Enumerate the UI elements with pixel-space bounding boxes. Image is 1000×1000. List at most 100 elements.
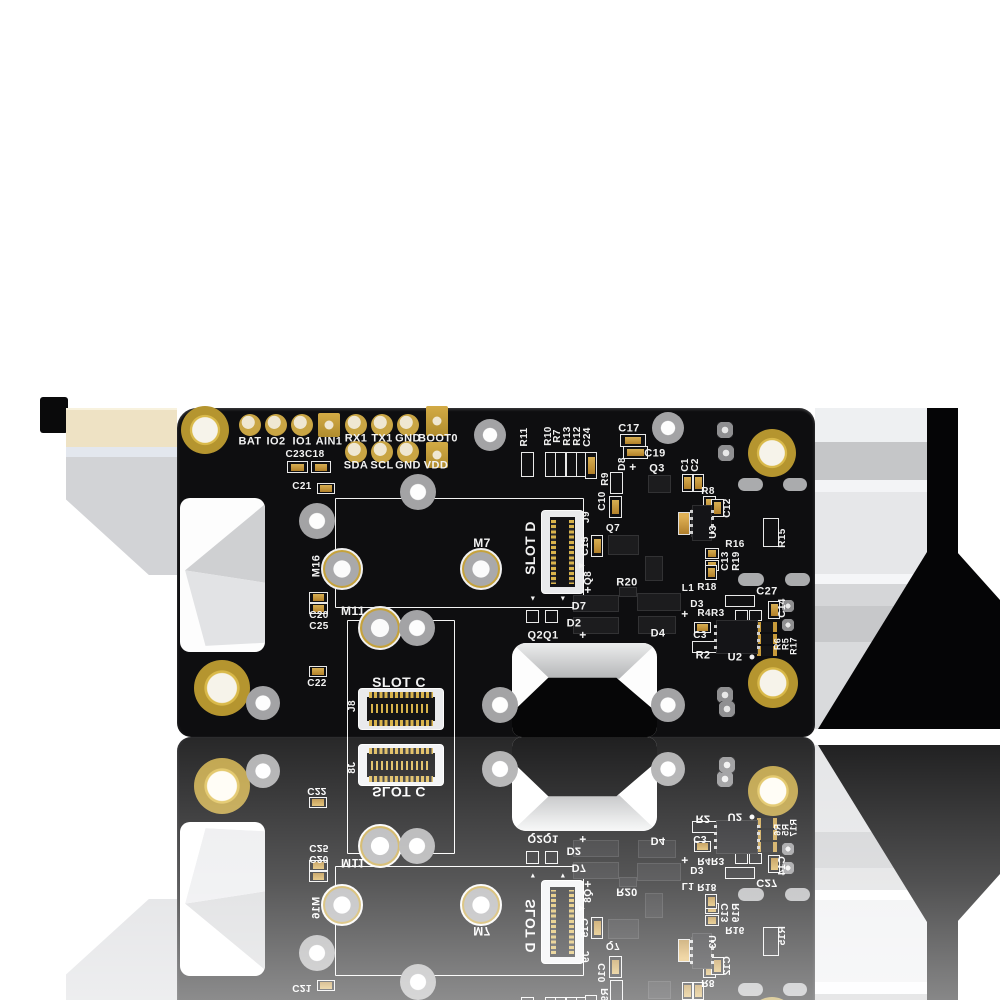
silkscreen-label-D3: D3 xyxy=(690,599,704,610)
footprint-empty-7 xyxy=(725,595,755,607)
silkscreen-label-U3: U3 xyxy=(708,525,719,539)
smd-dark-2 xyxy=(573,595,619,612)
ic-pins-left-1 xyxy=(714,624,717,650)
silkscreen-label-R17: R17 xyxy=(788,637,799,655)
smd-chip-v-7 xyxy=(585,452,597,479)
left-cutout xyxy=(180,498,265,652)
gray-pill-1 xyxy=(783,478,807,491)
gray-pill-3 xyxy=(785,573,810,586)
smd-chip-v-5 xyxy=(711,499,724,517)
smd-dark-8 xyxy=(645,556,663,581)
smd-ic-0 xyxy=(690,505,714,541)
silkscreen-label-SLOTD: SLOT D xyxy=(522,521,538,575)
silkscreen-label-: + xyxy=(579,628,587,642)
footprint-empty-0 xyxy=(521,452,534,477)
smd-chip-v-body-2 xyxy=(684,477,691,489)
silkscreen-label-R20: R20 xyxy=(616,576,638,589)
gray-pad-5 xyxy=(399,610,435,646)
footprint-empty-11 xyxy=(526,610,539,623)
header-pad-row2-3-hole xyxy=(432,450,442,460)
slot-c-contacts xyxy=(371,704,431,713)
right-band-1 xyxy=(815,442,927,480)
smd-chip-h-5 xyxy=(309,666,327,677)
header-pad-row1-0 xyxy=(239,414,261,436)
right-band-3 xyxy=(815,492,927,574)
smd-chip-v-0 xyxy=(591,535,603,557)
smd-chip-h-body-5 xyxy=(312,668,324,675)
silkscreen-label-D4: D4 xyxy=(650,627,666,640)
right-band-2 xyxy=(815,480,927,492)
header-pad-row1-3-hole xyxy=(324,420,334,430)
smd-dark-4 xyxy=(637,593,681,611)
slot-d-connector xyxy=(541,510,584,594)
silkscreen-label-C14: C14 xyxy=(777,598,788,618)
silkscreen-label-SCL: SCL xyxy=(370,459,394,472)
silkscreen-label-: ▼ xyxy=(559,595,567,603)
smd-dark-3 xyxy=(573,617,619,634)
via-3 xyxy=(719,701,735,717)
right-band-4 xyxy=(815,574,927,584)
header-pad-row2-2 xyxy=(397,441,419,463)
silkscreen-label-VDD: VDD xyxy=(423,459,449,472)
left-band-1 xyxy=(66,447,177,457)
header-pad-row1-4 xyxy=(345,414,367,436)
silkscreen-label-C2: C2 xyxy=(690,458,701,472)
silkscreen-label-TX1: TX1 xyxy=(371,432,393,445)
center-cutout xyxy=(512,643,657,737)
silkscreen-label-R19: R19 xyxy=(731,551,742,571)
smd-chip-v-8 xyxy=(705,565,717,580)
silkscreen-label-GND: GND xyxy=(395,432,421,445)
gray-pad-6 xyxy=(482,687,518,723)
header-pad-row2-0 xyxy=(345,441,367,463)
silkscreen-label-: ▶ xyxy=(579,562,585,570)
slot-d-pins-left xyxy=(551,520,556,584)
silkscreen-label-M16: M16 xyxy=(310,554,323,578)
silkscreen-label-GND: GND xyxy=(395,459,421,472)
header-pad-row1-6 xyxy=(397,414,419,436)
m-mount-0 xyxy=(321,548,363,590)
smd-chip-h-body-6 xyxy=(624,436,642,445)
slot-c-pins-top xyxy=(369,692,433,698)
silkscreen-label-C13: C13 xyxy=(720,551,731,571)
smd-chip-h-body-1 xyxy=(314,463,328,471)
silkscreen-label-U2: U2 xyxy=(727,651,743,664)
silkscreen-label-: ▼ xyxy=(529,595,537,603)
smd-chip-h-body-4 xyxy=(312,605,325,612)
floor-reflection: BATIO2IO1AIN1RX1TX1GNDBOOT0SDASCLGNDVDDC… xyxy=(0,737,1000,1000)
gold-mount-hole-1 xyxy=(748,429,796,477)
silkscreen-label-J9: J9 xyxy=(581,511,592,523)
smd-chip-h-8 xyxy=(694,622,711,633)
smd-chip-h-4 xyxy=(309,603,328,614)
silkscreen-label-R9: R9 xyxy=(600,472,611,486)
smd-chip-h-body-7 xyxy=(627,448,644,457)
smd-chip-h-3 xyxy=(309,592,328,603)
smd-chip-v-body-4 xyxy=(705,499,714,510)
via-5 xyxy=(782,619,794,631)
u2-pin1-dot xyxy=(749,654,755,660)
silkscreen-label-: + xyxy=(681,607,689,621)
reflection-fade-overlay xyxy=(0,737,1000,1000)
footprint-empty-6 xyxy=(763,518,779,547)
footprint-empty-5 xyxy=(610,472,623,494)
smd-chip-v-body-1 xyxy=(611,500,620,514)
smd-chip-h-1 xyxy=(311,461,331,473)
m-mount-1 xyxy=(460,548,502,590)
silkscreen-label-Q3: Q3 xyxy=(649,462,665,475)
silkscreen-label-C25: C25 xyxy=(309,621,329,632)
silkscreen-label-Q2Q1: Q2Q1 xyxy=(527,629,559,642)
silkscreen-label-C3: C3 xyxy=(693,630,707,641)
gray-pill-0 xyxy=(738,478,763,491)
smd-dark-5 xyxy=(638,616,676,634)
smd-chip-h-body-2 xyxy=(320,485,332,492)
silkscreen-label-D7: D7 xyxy=(571,600,587,613)
slot-c-pins-bottom xyxy=(369,720,433,726)
silkscreen-label-C12: C12 xyxy=(722,498,733,518)
tantalum-cap-0 xyxy=(678,512,690,535)
silkscreen-label-SDA: SDA xyxy=(343,459,369,472)
silkscreen-label-IO1: IO1 xyxy=(292,435,312,448)
smd-chip-v-body-6 xyxy=(770,604,778,616)
smd-chip-h-7 xyxy=(623,446,648,459)
smd-chip-h-0 xyxy=(287,461,308,473)
